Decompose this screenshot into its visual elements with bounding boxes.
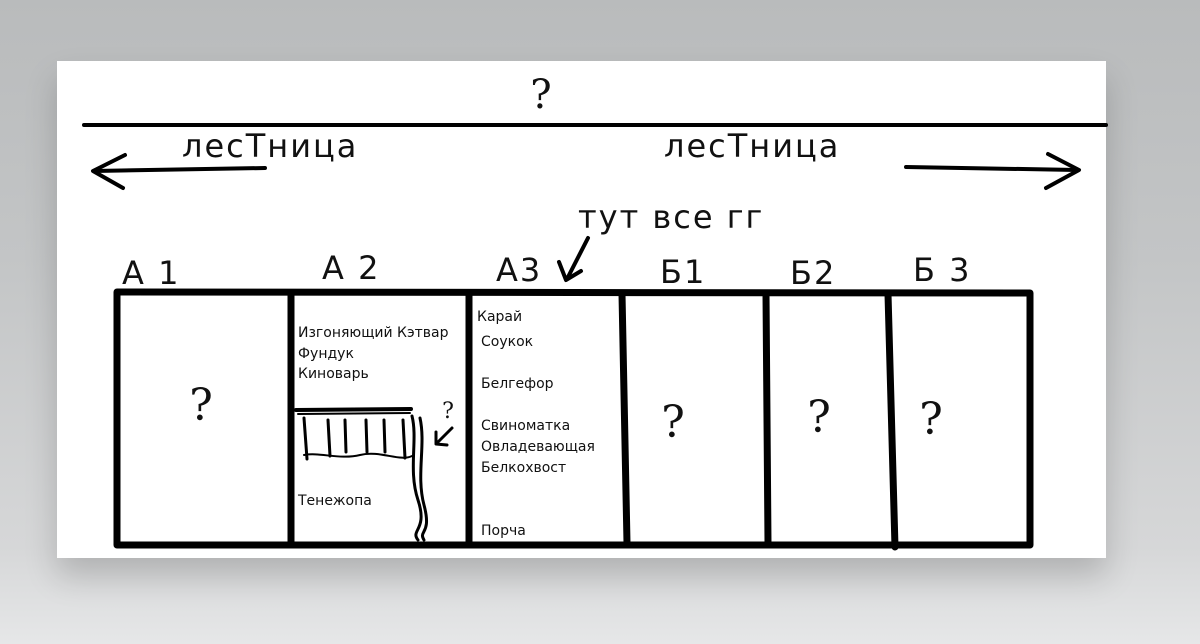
rooms-outline	[113, 288, 1034, 549]
divider-b1-b2	[762, 290, 772, 547]
a2-scribble-drawing	[294, 407, 429, 542]
a3-item: Белгефор	[481, 376, 554, 392]
arrow-right-icon	[904, 152, 1081, 190]
annotation-text: тут все гг	[578, 198, 764, 236]
a3-item: Соукок	[481, 334, 533, 350]
header-a3: А3	[496, 251, 542, 289]
a2-item: Изгоняющий Кэтвар	[298, 325, 449, 341]
header-b2: Б2	[790, 254, 836, 292]
a2-item: Тенежопа	[297, 493, 372, 509]
b1-question-mark: ?	[661, 397, 685, 448]
a2-side-question-mark: ?	[442, 399, 454, 424]
ladder-right-label: лесТница	[664, 127, 840, 165]
b3-question-mark: ?	[919, 394, 943, 445]
arrow-down-icon	[557, 236, 590, 282]
header-b3: Б 3	[913, 251, 971, 289]
a2-item: Киноварь	[298, 366, 369, 382]
a3-item: Белкохвост	[481, 460, 566, 476]
b2-question-mark: ?	[807, 392, 831, 443]
a1-question-mark: ?	[189, 380, 213, 431]
arrow-pointer-icon	[434, 426, 454, 447]
whiteboard	[57, 61, 1106, 558]
a3-item: Порча	[481, 523, 526, 539]
header-a1: А 1	[122, 254, 180, 292]
a3-item: Овладевающая	[481, 439, 595, 455]
divider-b2-b3	[884, 290, 899, 551]
header-a2: А 2	[322, 249, 380, 287]
a3-item: Свиноматка	[481, 418, 570, 434]
header-b1: Б1	[660, 253, 706, 291]
divider-a3-b1	[618, 290, 631, 547]
arrow-left-icon	[91, 153, 267, 190]
a3-item: Карай	[477, 309, 522, 325]
a2-item: Фундук	[298, 346, 354, 362]
top-question-mark: ?	[530, 72, 551, 118]
ladder-left-label: лесТница	[182, 127, 358, 165]
